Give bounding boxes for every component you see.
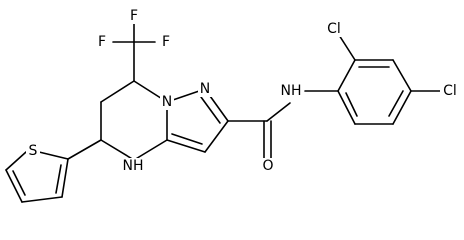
- atom-f-right: F: [162, 34, 170, 50]
- bond-carbonyl-nh: [266, 102, 291, 122]
- bond-c2-c3: [204, 120, 229, 153]
- bond-ar-c4-c5: [392, 90, 412, 125]
- bond-ar-c6-c1: [337, 90, 356, 125]
- bond-c5-thiophene: [67, 139, 102, 160]
- bond-th-c5-s: [5, 151, 27, 171]
- bond-n4-c3a: [133, 139, 168, 161]
- bond-ar-c1-c2: [337, 59, 356, 92]
- atom-cl-para: Cl: [443, 83, 457, 99]
- bond-ar-c2-cl: [338, 34, 356, 61]
- atom-o-carbonyl: O: [262, 158, 273, 174]
- atom-labels: F F F N N NH NH O S Cl Cl: [29, 8, 457, 174]
- bond-th-s-c2: [38, 151, 69, 160]
- atom-n-bridge: N: [162, 94, 172, 110]
- bond-c3-c3a: [166, 139, 206, 153]
- atom-cl-ortho: Cl: [327, 21, 341, 37]
- atom-s-thiophene: S: [29, 143, 38, 159]
- atom-n-pyrazole: N: [200, 81, 210, 97]
- molecule-structure: F F F N N NH NH O S Cl Cl: [5, 8, 460, 203]
- bond-ar-c6-c1-double: [345, 92, 358, 117]
- bond-n2-c2-double: [200, 96, 221, 124]
- atom-f-left: F: [98, 34, 106, 50]
- bond-th-c2-c3-double: [55, 164, 62, 194]
- atom-nh-ring: NH: [123, 158, 144, 174]
- bond-th-c2-c3: [61, 158, 69, 198]
- bond-lines: [5, 22, 443, 203]
- bond-c3-c3a-double: [171, 133, 203, 145]
- atom-nh-amide: NH: [281, 83, 302, 99]
- bond-c5-n4: [100, 139, 135, 161]
- bond-th-c3-c4: [21, 196, 63, 203]
- atom-label-backgrounds: [26, 8, 460, 174]
- bond-ar-c3-c4: [392, 59, 412, 92]
- bond-ar-c4-c5-double: [388, 90, 404, 117]
- bond-c7-c6: [100, 80, 135, 103]
- bond-th-c4-c5-double: [12, 170, 26, 196]
- bond-th-c4-c5: [5, 169, 23, 203]
- atom-f-top: F: [130, 8, 138, 24]
